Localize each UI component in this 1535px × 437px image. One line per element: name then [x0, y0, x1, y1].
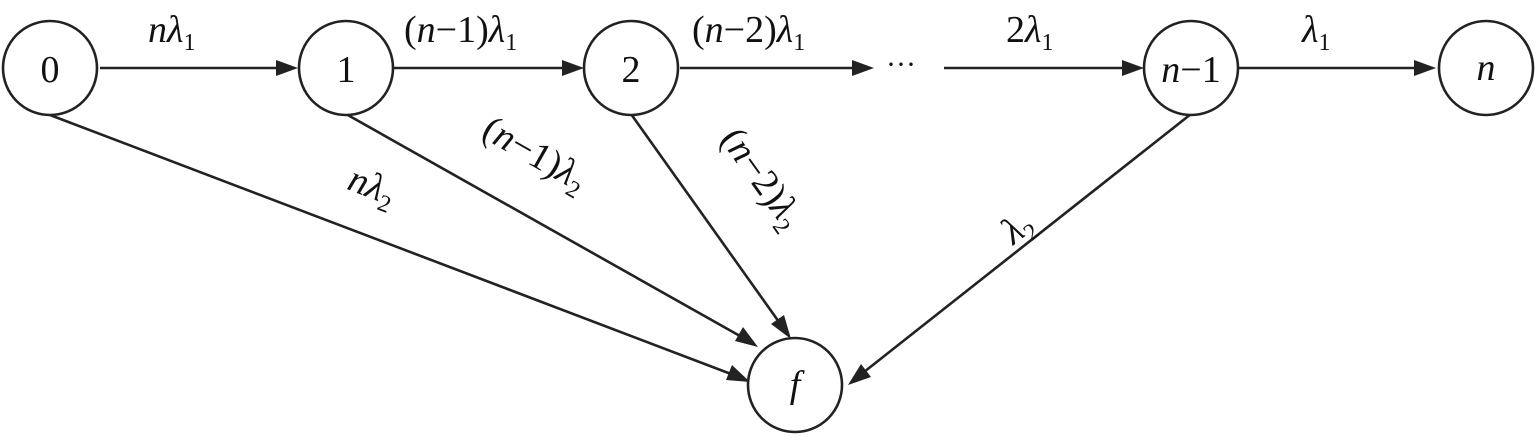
node-n-minus-1-rest: −1: [1180, 49, 1220, 91]
node-state-n: n: [1437, 19, 1535, 117]
node-state-f: f: [746, 336, 844, 434]
rate-label-1-2: (n−1)λ1: [404, 9, 517, 56]
fail-rate-label-n-1: λ2: [992, 202, 1044, 257]
rate-label-2-3: (n−2)λ1: [692, 9, 805, 56]
fail-rate-label-1: (n−1)λ2: [473, 108, 595, 205]
node-state-n-minus-1: n−1: [1142, 19, 1240, 117]
rate-label-n-1-to-n: λ1: [1301, 9, 1330, 56]
rate-label-n-2-to-n-1: 2λ1: [1006, 9, 1053, 56]
edge-n-minus-1-to-n: [1238, 60, 1436, 76]
edge-1-to-2: [394, 60, 584, 76]
node-state-1: 1: [297, 19, 395, 117]
edge-2-to-f: [629, 113, 791, 339]
node-state-2-label: 2: [622, 49, 641, 91]
edge-2-to-ellipsis: [680, 60, 874, 76]
fail-rate-label-0: nλ2: [341, 158, 402, 219]
node-state-0: 0: [1, 19, 99, 117]
edge-0-to-f: [49, 113, 750, 382]
node-state-2: 2: [582, 19, 680, 117]
node-n-var: n: [1161, 49, 1180, 91]
edge-n-minus-1-to-f: [848, 112, 1192, 385]
rate-label-0-1: nλ1: [148, 9, 195, 56]
node-state-1-label: 1: [337, 49, 356, 91]
node-state-0-label: 0: [41, 49, 60, 91]
edge-0-to-1: [100, 60, 298, 76]
edge-1-to-f: [345, 112, 758, 347]
chain-ellipsis: ···: [886, 48, 916, 81]
node-state-n-label: n: [1477, 47, 1496, 89]
node-state-n-minus-1-label: n−1: [1161, 49, 1220, 91]
fail-rate-label-2: (n−2)λ2: [708, 120, 812, 239]
edge-ellipsis-to-n-minus-1: [944, 60, 1144, 76]
